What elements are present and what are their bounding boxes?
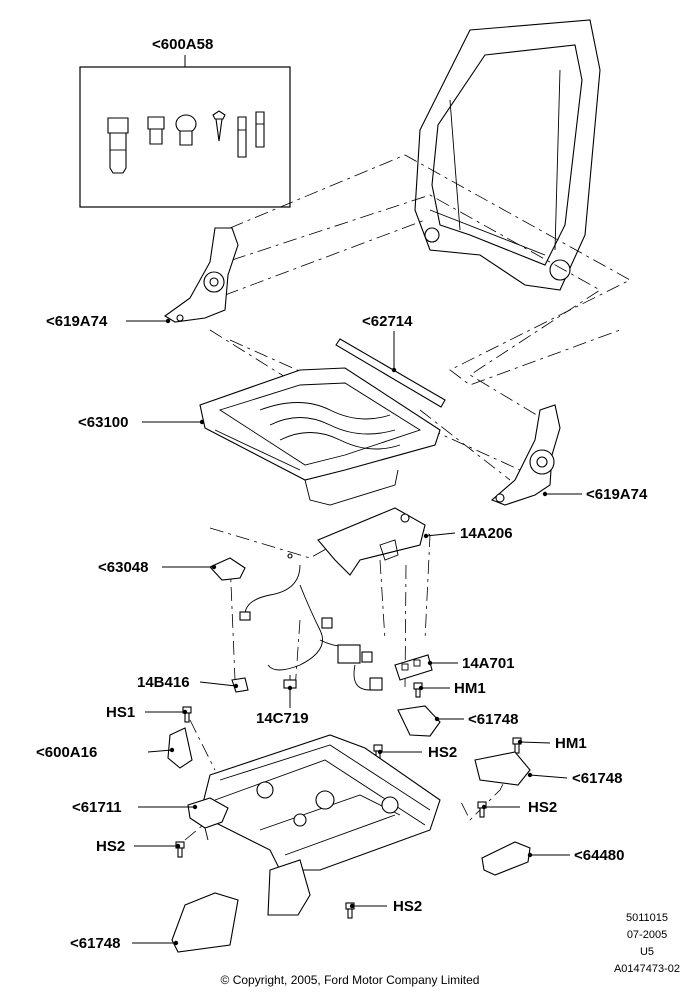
bracket-61711 bbox=[187, 797, 229, 841]
label-14B416: 14B416 bbox=[137, 674, 190, 691]
pin-long-2 bbox=[255, 111, 265, 148]
cover-61748-right bbox=[474, 751, 531, 786]
label-HS1: HS1 bbox=[106, 704, 136, 721]
version-code: U5 bbox=[639, 946, 655, 958]
wiring-harness bbox=[239, 564, 383, 691]
label-64480: <64480 bbox=[574, 847, 625, 864]
screw-wood bbox=[212, 110, 226, 142]
label-HS2-c: HS2 bbox=[96, 838, 126, 855]
leader-lines bbox=[126, 318, 582, 946]
bolt-short bbox=[147, 116, 165, 145]
label-14A206: 14A206 bbox=[460, 525, 513, 542]
label-63100: <63100 bbox=[78, 414, 129, 431]
label-62714: <62714 bbox=[362, 313, 413, 330]
pin-long-1 bbox=[237, 116, 247, 158]
label-14C719: 14C719 bbox=[256, 710, 309, 727]
revision-date: 07-2005 bbox=[626, 929, 668, 941]
bracket-600A16 bbox=[167, 727, 193, 769]
fastener-hs2-c bbox=[175, 841, 185, 858]
bolt-large bbox=[107, 117, 129, 174]
label-619A74-right: <619A74 bbox=[586, 486, 648, 503]
label-HS2-d: HS2 bbox=[393, 898, 423, 915]
label-14A701: 14A701 bbox=[462, 655, 515, 672]
bracket-63048 bbox=[209, 553, 293, 581]
fastener-hs2-d bbox=[345, 902, 355, 919]
cover-61748-bottom bbox=[171, 892, 239, 953]
copyright-notice: © Copyright, 2005, Ford Motor Company Li… bbox=[220, 973, 480, 987]
sensor-14B416 bbox=[231, 677, 249, 693]
screw-round-head bbox=[175, 114, 197, 146]
cover-61748-top bbox=[397, 705, 441, 737]
recliner-left bbox=[164, 227, 239, 323]
fastener-hs2-b bbox=[477, 801, 487, 818]
fastener-hm1-b bbox=[512, 737, 522, 754]
label-HS2-b: HS2 bbox=[528, 799, 558, 816]
track-foot bbox=[267, 859, 311, 916]
label-63048: <63048 bbox=[98, 559, 149, 576]
illustration-id: A0147473-02 bbox=[613, 963, 681, 975]
fastener-hs1 bbox=[182, 706, 192, 723]
reference-number: 5011015 bbox=[625, 912, 668, 924]
label-619A74-left: <619A74 bbox=[46, 313, 108, 330]
seat-back-frame bbox=[414, 19, 601, 291]
seat-cushion-frame bbox=[199, 367, 441, 506]
label-HM1-a: HM1 bbox=[454, 680, 486, 697]
fastener-kit-box bbox=[79, 55, 291, 208]
label-600A58: <600A58 bbox=[152, 36, 214, 53]
label-HS2-a: HS2 bbox=[428, 744, 458, 761]
label-61748-b: <61748 bbox=[572, 770, 623, 787]
fastener-hm1-a bbox=[413, 682, 423, 698]
cross-tube bbox=[335, 338, 446, 408]
recliner-right bbox=[490, 404, 561, 506]
label-HM1-b: HM1 bbox=[555, 735, 587, 752]
label-61711: <61711 bbox=[72, 799, 122, 816]
label-600A16: <600A16 bbox=[36, 744, 98, 761]
module-14A701 bbox=[394, 654, 433, 681]
mounting-plate bbox=[317, 507, 426, 576]
cover-64480 bbox=[481, 841, 531, 876]
seat-track-assembly bbox=[199, 734, 441, 871]
label-61748-c: <61748 bbox=[70, 935, 121, 952]
label-61748-a: <61748 bbox=[468, 711, 519, 728]
